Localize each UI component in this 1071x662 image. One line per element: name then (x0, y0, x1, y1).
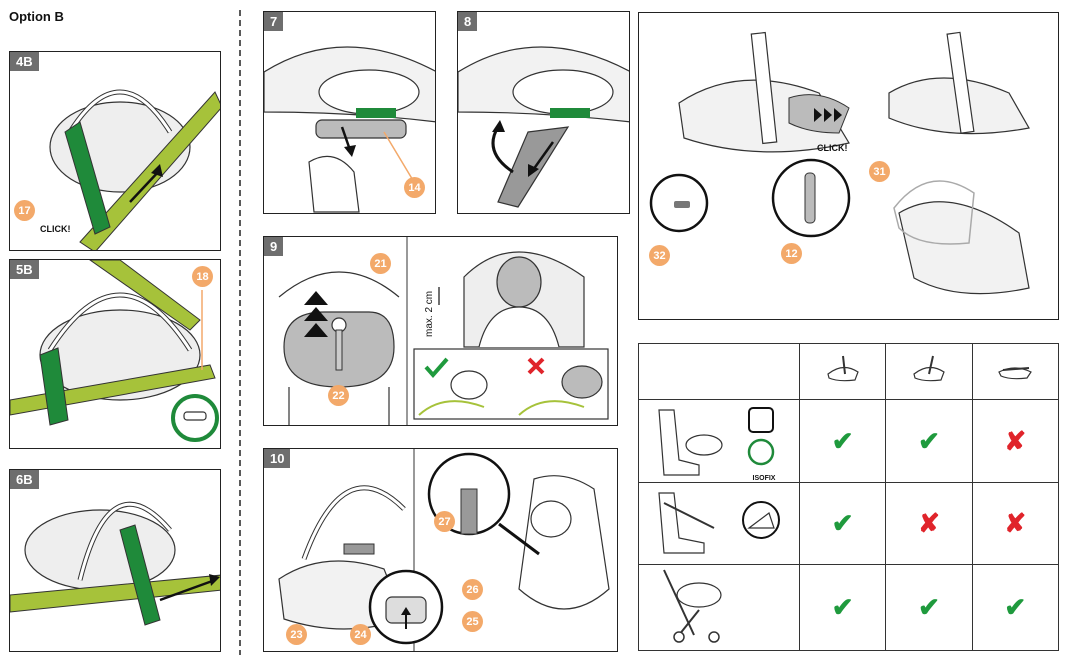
stroller-icon (663, 569, 722, 643)
isofix-label: ISOFIX (752, 475, 776, 483)
check-icon: ✔ (831, 425, 854, 456)
callout-17: 17 (14, 200, 35, 221)
callout-14: 14 (404, 177, 425, 198)
car-seat-belt-icon (658, 492, 780, 555)
row-stroller (638, 563, 800, 652)
matrix-corner (638, 343, 800, 400)
check-icon: ✔ (918, 591, 940, 622)
attach-remove-panel: CLICK! 31 32 12 (638, 12, 1059, 320)
cell-0-1: ✔ (885, 398, 973, 484)
callout-23: 23 (286, 624, 307, 645)
step-4b-panel: 4B 17 CLICK! (9, 51, 221, 251)
callout-32: 32 (649, 245, 670, 266)
callout-24: 24 (350, 624, 371, 645)
cell-0-0: ✔ (798, 398, 887, 484)
cross-icon: ✘ (918, 507, 940, 538)
cell-1-2: ✘ (971, 482, 1060, 565)
row-car-seat-isofix: ISOFIX (638, 398, 800, 484)
compatibility-matrix: ISOFIX ✔ ✔ ✘ ✔ ✘ ✘ ✔ ✔ (638, 343, 1060, 652)
step-7-illustration (264, 46, 435, 213)
step-4b-illustration (49, 89, 220, 250)
click-label: CLICK! (40, 224, 71, 234)
check-icon: ✔ (831, 507, 854, 538)
step-label: 8 (458, 12, 478, 31)
cell-1-0: ✔ (798, 482, 887, 565)
click-label: CLICK! (817, 143, 848, 153)
callout-21: 21 (370, 253, 391, 274)
row-car-seat-belt (638, 482, 800, 565)
step-10-illustration (278, 449, 610, 651)
callout-25: 25 (462, 611, 483, 632)
header-carrycot-position-1 (798, 343, 887, 400)
callout-18: 18 (192, 266, 213, 287)
step-label: 4B (10, 52, 39, 71)
step-6b-panel: 6B (9, 469, 221, 652)
max-measure-label: max. 2 cm (424, 290, 435, 337)
cell-2-0: ✔ (798, 563, 887, 652)
step-label: 9 (264, 237, 284, 256)
callout-31: 31 (869, 161, 890, 182)
cell-1-1: ✘ (885, 482, 973, 565)
cross-icon: ✘ (1004, 507, 1027, 538)
callout-22: 22 (328, 385, 349, 406)
step-9-panel: 9 max. 2 cm 21 22 (263, 236, 618, 426)
step-label: 7 (264, 12, 284, 31)
check-icon: ✔ (831, 591, 854, 622)
step-8-illustration (458, 46, 629, 208)
step-5b-panel: 5B 18 (9, 259, 221, 449)
step-label: 5B (10, 260, 39, 279)
cell-0-2: ✘ (971, 398, 1060, 484)
seat-position-2-icon (913, 355, 945, 382)
step-label: 10 (264, 449, 291, 468)
page-title: Option B (9, 9, 64, 24)
header-carrycot-position-2 (885, 343, 973, 400)
check-icon: ✔ (918, 425, 940, 456)
cell-2-2: ✔ (971, 563, 1060, 652)
callout-26: 26 (462, 579, 483, 600)
callout-27: 27 (434, 511, 455, 532)
step-5b-illustration (10, 260, 219, 442)
step-9-illustration (278, 237, 609, 425)
check-icon: ✔ (1004, 591, 1027, 622)
cell-2-1: ✔ (885, 563, 973, 652)
cross-icon: ✘ (1004, 425, 1027, 456)
step-8-panel: 8 (457, 11, 630, 214)
seat-position-3-icon (998, 367, 1033, 380)
attach-remove-illustration (649, 31, 1030, 295)
step-10-panel: 10 23 24 25 26 27 (263, 448, 618, 652)
step-7-panel: 7 14 (263, 11, 436, 214)
seat-position-1-icon (826, 355, 859, 382)
step-6b-illustration (10, 501, 220, 626)
step-label: 6B (10, 470, 39, 489)
callout-12: 12 (781, 243, 802, 264)
car-seat-isofix-icon (658, 407, 775, 476)
header-carrycot-position-3 (971, 343, 1060, 400)
